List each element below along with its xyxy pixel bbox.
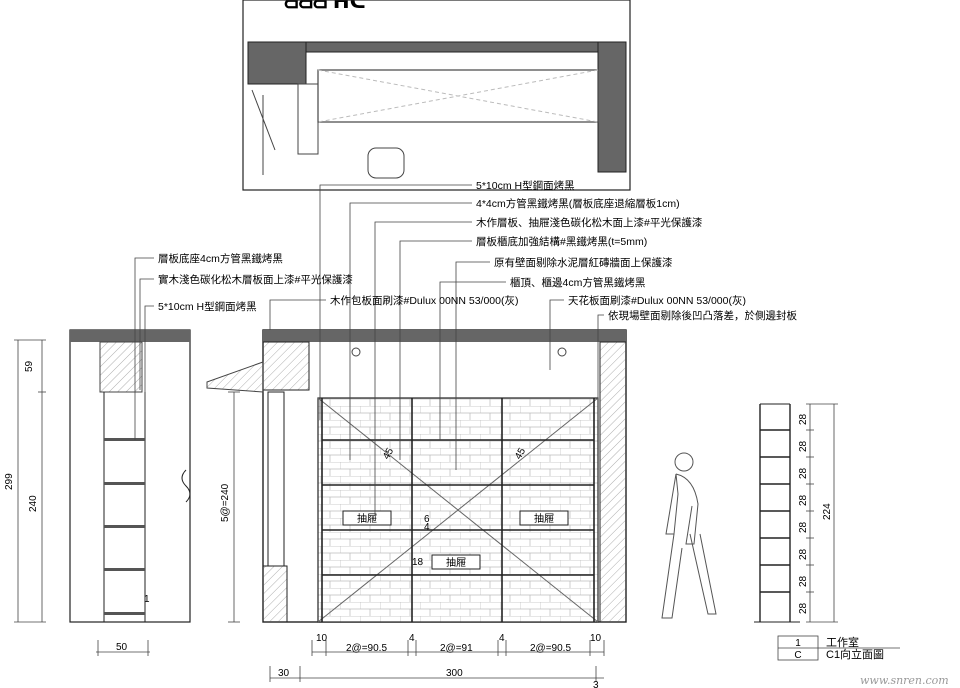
dim-total: 300 — [446, 668, 463, 679]
annotation-center: 5*10cm H型鋼面烤黑 — [476, 179, 575, 192]
plan-label: ᗺᗺᗺ ᕼᑕ — [284, 0, 366, 13]
dim-step: 28 — [798, 521, 809, 533]
small-dim: 45 — [381, 446, 396, 462]
drawer-label: 抽屜 — [534, 512, 554, 525]
left-section — [69, 329, 191, 623]
drawer-label: 抽屜 — [446, 556, 466, 569]
dim-seg: 4 — [499, 633, 505, 644]
dim-left-top: 59 — [24, 360, 35, 372]
dim-seg: 2@=90.5 — [530, 643, 571, 654]
annotation-left: 5*10cm H型鋼面烤黑 — [158, 300, 257, 313]
small-dim: 18 — [412, 557, 424, 568]
annotation-left: 層板底座4cm方管黑鐵烤黑 — [158, 252, 283, 265]
ladder-elevation — [754, 403, 800, 623]
dim-center-height: 5@=240 — [220, 483, 231, 522]
dim-step: 28 — [798, 575, 809, 587]
dim-start: 30 — [278, 668, 290, 679]
dim-step: 28 — [798, 494, 809, 506]
annotation-center: 依現場壁面剔除後凹凸落差，於側邊封板 — [608, 309, 797, 322]
title-letter: C — [794, 650, 801, 661]
dims-center — [228, 391, 605, 682]
annotation-center: 木作層板、抽屜淺色碳化松木面上漆#平光保護漆 — [476, 216, 703, 229]
annotation-group: 5*10cm H型鋼面烤黑 4*4cm方管黑鐵烤黑(層板底座退縮層板1cm) 木… — [158, 179, 797, 322]
small-dim: 45 — [513, 446, 528, 462]
annotation-left: 實木淺色碳化松木層板面上漆#平光保護漆 — [158, 273, 353, 286]
small-dim: 1 — [144, 594, 150, 605]
dim-right-total: 224 — [822, 503, 833, 520]
title-block — [777, 635, 900, 661]
dim-step: 28 — [798, 440, 809, 452]
annotation-center: 原有壁面剔除水泥層紅磚牆面上保護漆 — [494, 256, 673, 269]
leader-lines — [134, 184, 604, 515]
dims-right — [806, 403, 838, 623]
dim-seg: 2@=91 — [440, 643, 473, 654]
dim-seg: 10 — [316, 633, 328, 644]
plan-view: ᗺᗺᗺ ᕼᑕ — [242, 0, 631, 191]
dim-seg: 10 — [590, 633, 602, 644]
title-drawing: C1向立面圖 — [826, 647, 884, 661]
dim-seg: 2@=90.5 — [346, 643, 387, 654]
dims-left — [14, 339, 150, 656]
dim-left-mid: 240 — [28, 495, 39, 512]
title-num: 1 — [795, 638, 801, 649]
center-elevation: 抽屜 抽屜 抽屜 45 45 4 6 18 1 — [144, 329, 627, 623]
dim-step: 28 — [798, 413, 809, 425]
dim-step: 28 — [798, 548, 809, 560]
dim-step: 28 — [798, 602, 809, 614]
dim-seg: 4 — [409, 633, 415, 644]
dim-end: 3 — [593, 680, 599, 688]
annotation-center: 層板櫃底加強結構#黑鐵烤黑(t=5mm) — [476, 235, 647, 248]
watermark: www.snren.com — [860, 674, 949, 687]
annotation-center: 櫃頂、櫃邊4cm方管黑鐵烤黑 — [510, 276, 645, 289]
drawer-label: 抽屜 — [357, 512, 377, 525]
person-figure — [661, 452, 717, 619]
annotation-center: 4*4cm方管黑鐵烤黑(層板底座退縮層板1cm) — [476, 197, 680, 210]
dim-left-width: 50 — [116, 642, 128, 653]
annotation-center: 天花板面刷漆#Dulux 00NN 53/000(灰) — [568, 294, 746, 307]
annotation-left: 木作包板面刷漆#Dulux 00NN 53/000(灰) — [330, 294, 518, 307]
dim-step: 28 — [798, 467, 809, 479]
title-room: 工作室 — [826, 635, 859, 649]
small-dim: 6 — [424, 514, 430, 525]
dim-left-total: 299 — [4, 473, 15, 490]
small-dim: 4 — [424, 522, 430, 533]
